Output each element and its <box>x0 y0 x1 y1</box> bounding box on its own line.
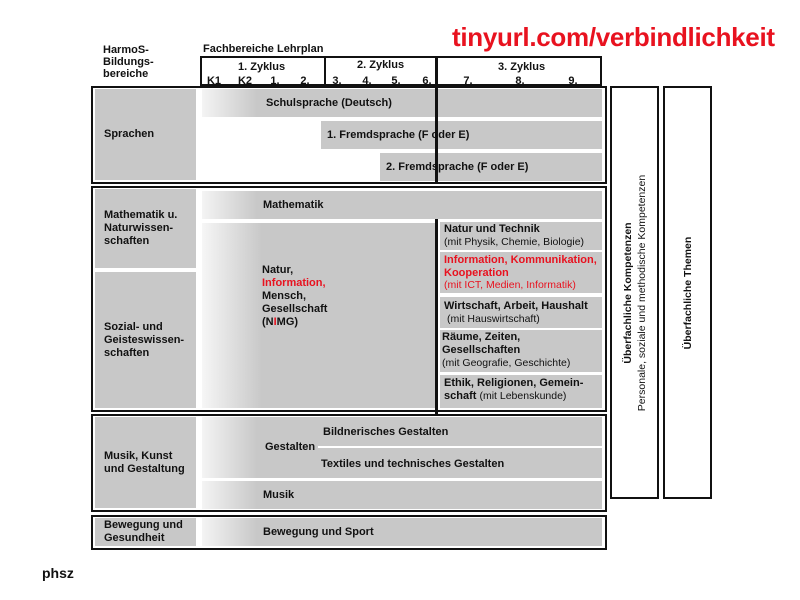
rzg-sub: (mit Geografie, Geschichte) <box>442 357 571 369</box>
bar-mathematik: Mathematik <box>202 191 602 219</box>
bar-schulsprache: Schulsprache (Deutsch) <box>202 89 602 117</box>
gestalten-separator <box>318 446 602 448</box>
themen-title: Überfachliche Themen <box>681 236 694 349</box>
bar-ethik-religionen: Ethik, Religionen, Gemein- schaft (mit L… <box>440 375 602 408</box>
bar-bewegung-sport-label: Bewegung und Sport <box>263 526 374 538</box>
bar-musik: Musik <box>202 481 602 509</box>
area-sprachen-label: Sprachen <box>104 128 155 140</box>
nmg-line2: Information, <box>262 277 326 289</box>
erg-title1: Ethik, Religionen, Gemein- <box>444 377 584 389</box>
wah-sub: (mit Hauswirtschaft) <box>447 313 540 325</box>
cycle-divider-2-header <box>435 56 438 86</box>
bar-fremdsprache-2-label: 2. Fremdsprache (F oder E) <box>386 161 529 173</box>
area-mathematik-line2: Naturwissen- <box>104 222 174 234</box>
rzg-title1: Räume, Zeiten, <box>442 331 521 343</box>
grade-7: 7. <box>463 75 473 87</box>
textiles-gestalten-label: Textiles und technisches Gestalten <box>321 458 505 470</box>
ik-title2: Kooperation <box>444 266 509 279</box>
ik-title1: Information, Kommunikation, <box>444 254 597 266</box>
bar-natur-technik: Natur und Technik (mit Physik, Chemie, B… <box>440 222 602 250</box>
harmos-header: HarmoS- Bildungs- bereiche <box>103 44 173 80</box>
area-sozial-line2: Geisteswissen- <box>104 333 185 346</box>
erg-sub: (mit Lebenskunde) <box>479 390 567 402</box>
cycle-2-label: 2. Zyklus <box>357 59 405 71</box>
grade-5: 5. <box>391 75 401 87</box>
grade-2: 2. <box>300 75 310 87</box>
kompetenzen-title: Überfachliche Kompetenzen <box>621 221 634 364</box>
nmg-line5: (NIMG) <box>262 316 299 328</box>
source-url[interactable]: tinyurl.com/verbindlichkeit <box>452 22 775 52</box>
harmos-header-line2: Bildungs- <box>103 56 154 68</box>
area-bewegung: Bewegung und Gesundheit <box>95 518 196 546</box>
nmg-line3: Mensch, <box>262 290 307 302</box>
area-mathematik-line3: schaften <box>104 235 150 247</box>
bar-schulsprache-label: Schulsprache (Deutsch) <box>266 97 392 109</box>
nmg-line1: Natur, <box>262 264 294 276</box>
grade-3: 3. <box>332 75 342 87</box>
erg-title2: schaft <box>444 390 477 402</box>
grade-k1: K1 <box>206 75 222 87</box>
bar-fremdsprache-1: 1. Fremdsprache (F oder E) <box>321 121 602 149</box>
wah-title: Wirtschaft, Arbeit, Haushalt <box>444 300 588 312</box>
area-musik-line2: und Gestaltung <box>104 462 185 475</box>
grade-8: 8. <box>515 75 525 87</box>
kompetenzen-text: Überfachliche Kompetenzen Personale, soz… <box>621 174 649 410</box>
cycle-divider-1 <box>324 56 326 86</box>
area-mathematik: Mathematik u. Naturwissen- schaften <box>95 189 196 268</box>
area-sprachen: Sprachen <box>95 89 196 180</box>
bar-mathematik-label: Mathematik <box>263 199 324 211</box>
nmg-label: Natur, Information, Mensch, Gesellschaft… <box>262 264 327 329</box>
footer-logo-text: phsz <box>42 565 74 581</box>
cycle-3-label: 3. Zyklus <box>498 61 546 73</box>
kompetenzen-sub: Personale, soziale und methodische Kompe… <box>635 174 648 411</box>
area-sozial-line3: schaften <box>104 346 150 359</box>
cycle-1-label: 1. Zyklus <box>238 61 286 73</box>
bar-wirtschaft-arbeit-haushalt: Wirtschaft, Arbeit, Haushalt (mit Hauswi… <box>440 297 602 328</box>
natur-technik-title: Natur und Technik <box>444 223 540 235</box>
grade-9: 9. <box>568 75 578 87</box>
area-bewegung-line2: Gesundheit <box>104 532 165 544</box>
ik-sub: (mit ICT, Medien, Informatik) <box>444 279 576 291</box>
bar-information-kommunikation: Information, Kommunikation, Kooperation … <box>440 252 602 293</box>
grade-k2: K2 <box>237 75 253 87</box>
rzg-title2: Gesellschaften <box>442 344 521 356</box>
grade-1: 1. <box>270 75 280 87</box>
area-sozial-line1: Sozial- und <box>104 320 163 333</box>
box-ueberfachliche-themen: Überfachliche Themen <box>663 86 712 499</box>
bar-raeume-zeiten: Räume, Zeiten, Gesellschaften (mit Geogr… <box>440 330 602 372</box>
block-nmg <box>202 223 436 408</box>
nmg-line4: Gesellschaft <box>262 303 328 315</box>
natur-technik-sub: (mit Physik, Chemie, Biologie) <box>444 236 585 248</box>
area-musik-kunst: Musik, Kunst und Gestaltung <box>95 417 196 508</box>
fachbereiche-header: Fachbereiche Lehrplan <box>203 43 324 55</box>
area-mathematik-line1: Mathematik u. <box>104 209 178 221</box>
cycle-divider-2-nmg <box>435 219 438 417</box>
bar-musik-label: Musik <box>263 489 295 501</box>
bar-bewegung-sport: Bewegung und Sport <box>202 518 602 546</box>
harmos-header-line1: HarmoS- <box>103 44 149 56</box>
grade-4: 4. <box>362 75 372 87</box>
harmos-header-line3: bereiche <box>103 68 149 80</box>
area-musik-line1: Musik, Kunst <box>104 449 173 462</box>
gestalten-label: Gestalten <box>265 441 316 453</box>
area-sozial: Sozial- und Geisteswissen- schaften <box>95 272 196 408</box>
grade-6: 6. <box>422 75 432 87</box>
cycle-header-box <box>200 56 602 86</box>
box-ueberfachliche-kompetenzen: Überfachliche Kompetenzen Personale, soz… <box>610 86 659 499</box>
cycle-divider-2-sprachen <box>435 86 438 184</box>
bildnerisches-gestalten-label: Bildnerisches Gestalten <box>323 426 449 438</box>
bar-fremdsprache-2: 2. Fremdsprache (F oder E) <box>380 153 602 181</box>
bar-fremdsprache-1-label: 1. Fremdsprache (F oder E) <box>327 129 470 141</box>
area-bewegung-line1: Bewegung und <box>104 519 183 531</box>
